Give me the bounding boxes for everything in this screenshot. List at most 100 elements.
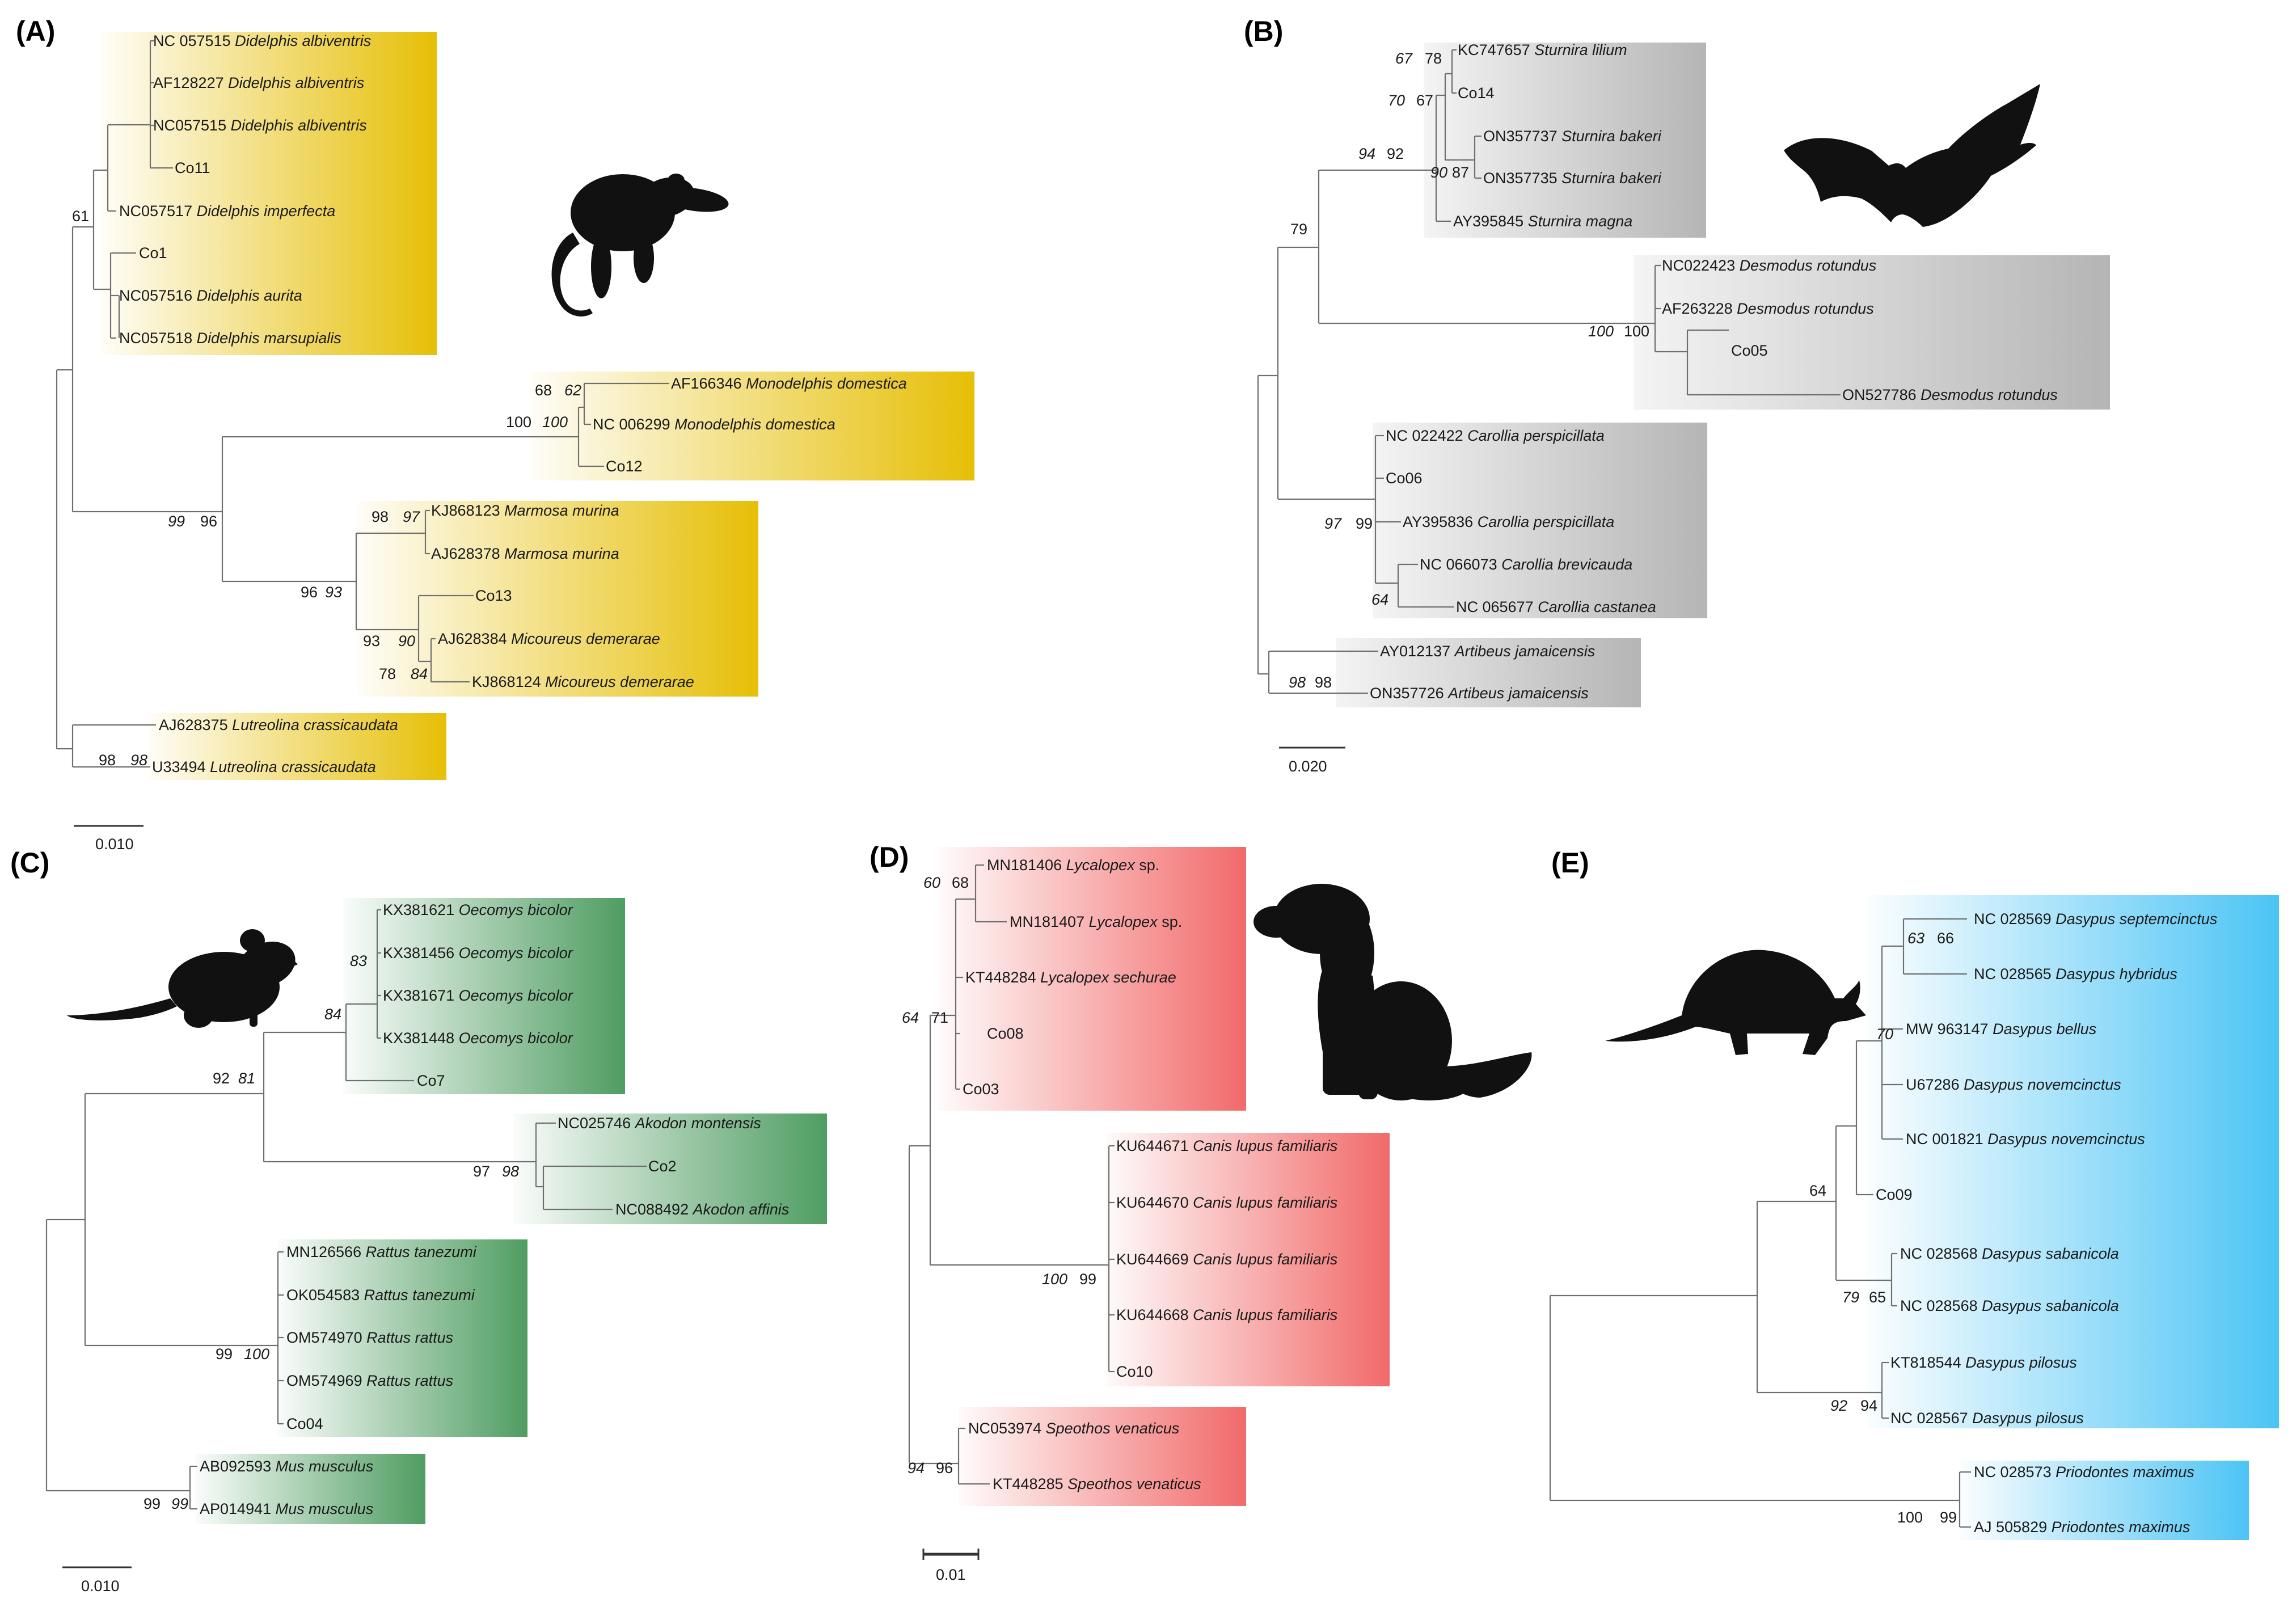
clade-box-canis — [1106, 1133, 1390, 1386]
panel-a: (A) — [16, 15, 974, 853]
panel-d: (D) — [870, 841, 1532, 1583]
support-value: 62 — [564, 382, 581, 399]
panel-c: (C) — [10, 847, 827, 1595]
support-value: 97 — [1324, 515, 1342, 532]
tree-branches — [45, 909, 647, 1510]
rat-silhouette — [67, 929, 298, 1028]
leaf-label: ON357726 Artibeus jamaicensis — [1370, 685, 1589, 702]
support-value: 99 — [1079, 1271, 1096, 1288]
scale-label: 0.010 — [95, 836, 134, 853]
leaf-label: KT448284 Lycalopex sechurae — [965, 969, 1176, 986]
opossum-silhouette — [551, 174, 729, 317]
leaf-label: NC022423 Desmodus rotundus — [1662, 257, 1876, 274]
leaf-label: KU644668 Canis lupus familiaris — [1116, 1306, 1337, 1323]
leaf-label: AB092593 Mus musculus — [200, 1458, 373, 1475]
support-value: 65 — [1869, 1289, 1886, 1306]
leaf-label: NC057518 Didelphis marsupialis — [119, 330, 341, 347]
support-value: 67 — [1395, 50, 1413, 67]
clade-box-rattus — [278, 1239, 527, 1437]
leaf-labels: NC 028569 Dasypus septemcinctus NC 02856… — [1876, 910, 2217, 1536]
support-value: 98 — [130, 752, 147, 769]
leaf-label: Co14 — [1458, 85, 1495, 102]
leaf-label: Co09 — [1876, 1186, 1913, 1203]
support-value: 78 — [379, 665, 396, 682]
panel-title: (A) — [16, 15, 55, 47]
scale-label: 0.020 — [1289, 758, 1327, 775]
clade-box-oecomys — [343, 898, 625, 1094]
leaf-label: MN181407 Lycalopex sp. — [1010, 913, 1182, 930]
support-value: 100 — [1588, 323, 1614, 340]
leaf-label: Co08 — [987, 1025, 1024, 1042]
leaf-label: NC025746 Akodon montensis — [558, 1115, 761, 1132]
support-value: 64 — [1371, 591, 1388, 608]
leaf-label: NC 028568 Dasypus sabanicola — [1900, 1245, 2119, 1262]
leaf-label: Co11 — [175, 159, 210, 176]
support-value: 98 — [502, 1163, 519, 1180]
support-value: 99 — [144, 1495, 161, 1512]
leaf-labels: NC 057515 Didelphis albiventris AF128227… — [119, 32, 907, 775]
support-value: 78 — [1425, 50, 1442, 67]
clade-box-priodontes — [1960, 1461, 2249, 1540]
leaf-label: NC 065677 Carollia castanea — [1456, 598, 1656, 615]
support-value: 93 — [363, 632, 380, 649]
panel-title: (B) — [1244, 15, 1283, 47]
leaf-label: OM574969 Rattus rattus — [286, 1372, 453, 1389]
support-value: 90 — [1430, 164, 1447, 181]
leaf-label: NC 028573 Priodontes maximus — [1974, 1463, 2194, 1481]
support-values: 63 66 70 64 79 65 92 94 100 99 — [1809, 930, 1957, 1526]
leaf-label: AP014941 Mus musculus — [200, 1500, 373, 1517]
panel-e: (E) — [1549, 847, 2279, 1540]
leaf-labels: KX381621 Oecomys bicolor KX381456 Oecomy… — [200, 901, 789, 1517]
clade-box-speothos — [959, 1407, 1246, 1506]
support-value: 79 — [1842, 1289, 1859, 1306]
support-value: 87 — [1452, 164, 1469, 181]
leaf-label: ON527786 Desmodus rotundus — [1842, 386, 2058, 403]
leaf-label: OM574970 Rattus rattus — [286, 1329, 453, 1346]
clade-box-akodon — [513, 1113, 827, 1224]
leaf-labels: KC747657 Sturnira lilium Co14 ON357737 S… — [1370, 41, 2058, 702]
support-value: 99 — [1940, 1509, 1957, 1526]
scale-bar: 0.020 — [1279, 746, 1345, 775]
panel-title: (D) — [870, 841, 909, 873]
leaf-label: NC053974 Speothos venaticus — [968, 1420, 1179, 1437]
support-value: 61 — [72, 208, 89, 225]
bat-silhouette — [1784, 84, 2040, 227]
leaf-label: KC747657 Sturnira lilium — [1458, 41, 1627, 58]
support-value: 67 — [1416, 92, 1433, 109]
leaf-label: NC 001821 Dasypus novemcinctus — [1906, 1131, 2145, 1148]
leaf-label: KT448285 Speothos venaticus — [993, 1475, 1201, 1492]
leaf-label: KJ868124 Micoureus demerarae — [472, 673, 694, 690]
leaf-label: Co1 — [139, 244, 167, 261]
scale-label: 0.01 — [936, 1566, 966, 1583]
support-value: 100 — [1624, 323, 1649, 340]
clade-box-artibeus — [1336, 638, 1641, 707]
clade-box-desmodus — [1634, 255, 2110, 410]
leaf-label: KT818544 Dasypus pilosus — [1890, 1354, 2077, 1371]
leaf-label: MN126566 Rattus tanezumi — [286, 1243, 477, 1260]
support-value: 92 — [1387, 145, 1404, 162]
leaf-label: AY395845 Sturnira magna — [1453, 213, 1632, 230]
support-values: 61 68 62 100 100 99 96 98 97 96 93 93 90… — [72, 208, 581, 769]
leaf-label: Co13 — [475, 587, 512, 604]
clade-box-mus — [196, 1454, 425, 1524]
panel-title: (C) — [10, 847, 49, 879]
support-value: 70 — [1388, 92, 1405, 109]
leaf-label: NC057515 Didelphis albiventris — [153, 117, 367, 134]
support-value: 100 — [1042, 1271, 1067, 1288]
scale-bar: 0.010 — [62, 1566, 132, 1595]
scale-bar: 0.010 — [74, 825, 144, 853]
support-value: 79 — [1290, 221, 1307, 238]
leaf-label: Co06 — [1386, 470, 1423, 487]
leaf-label: Co04 — [286, 1415, 323, 1432]
support-value: 97 — [403, 508, 420, 525]
support-value: 63 — [1907, 930, 1924, 947]
clade-box-carollia — [1373, 423, 1707, 618]
tree-branches — [56, 40, 669, 768]
support-value: 99 — [171, 1495, 188, 1512]
leaf-label: NC 028568 Dasypus sabanicola — [1900, 1297, 2119, 1314]
support-value: 92 — [1830, 1397, 1847, 1414]
leaf-label: NC 057515 Didelphis albiventris — [153, 32, 371, 49]
clade-highlights — [939, 847, 1390, 1506]
leaf-label: KJ868123 Marmosa murina — [431, 502, 619, 519]
clade-box-lycalopex — [939, 847, 1246, 1111]
